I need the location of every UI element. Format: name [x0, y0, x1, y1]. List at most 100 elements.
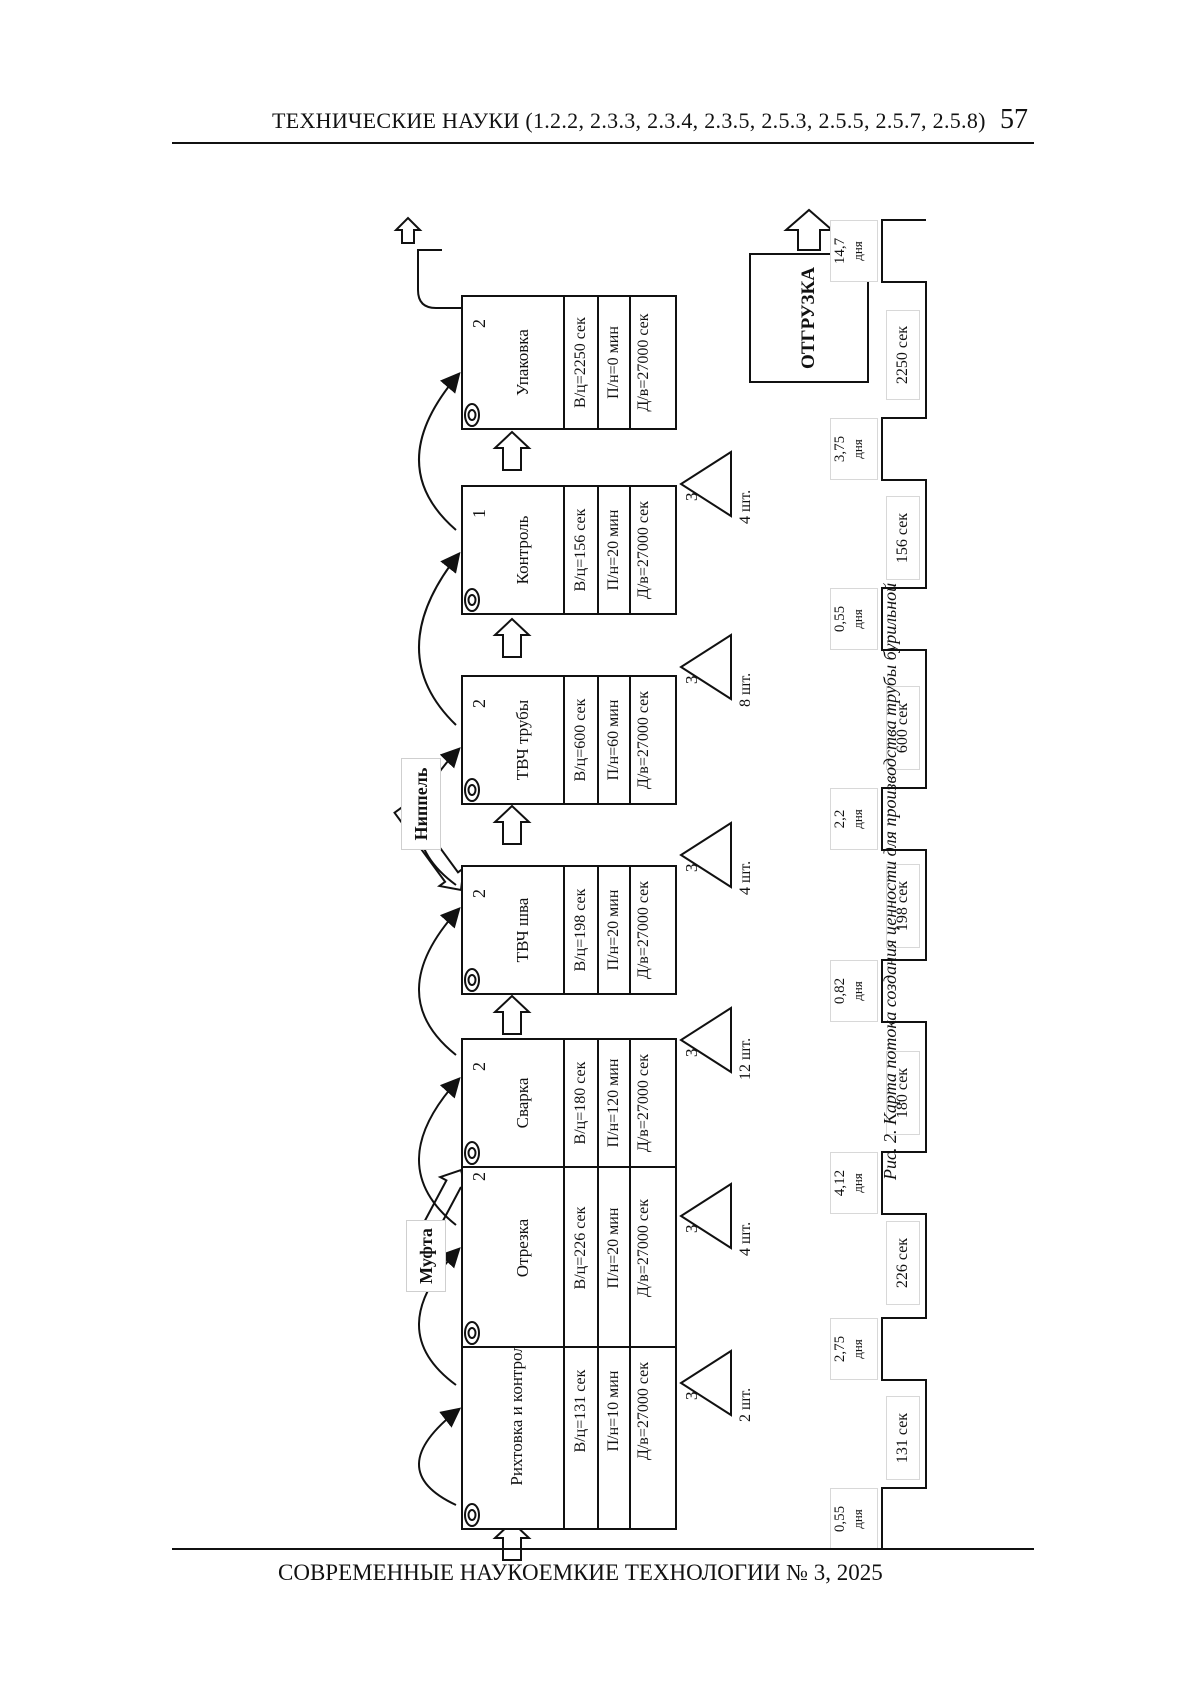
wait-unit: дня [850, 589, 865, 649]
process-name: Контроль [513, 487, 533, 613]
figure-caption: Рис. 2. Карта потока создания ценности д… [880, 583, 901, 1180]
cycle-time: В/ц=156 сек [563, 487, 597, 613]
process-name: Упаковка [513, 297, 533, 428]
inventory-quantity: 2 шт. [737, 1388, 755, 1422]
timeline-wait: 0,55дня [830, 588, 878, 650]
inventory-quantity: 12 шт. [737, 1038, 755, 1080]
timeline-process-time: 131 сек [886, 1396, 920, 1480]
process-name: ТВЧ трубы [513, 677, 533, 803]
shipment-entry-arrow [396, 218, 420, 243]
wait-unit: дня [850, 961, 865, 1021]
changeover-time: П/н=20 мин [597, 1150, 629, 1346]
operator-icon [463, 1502, 481, 1528]
inventory-quantity: 4 шт. [737, 861, 755, 895]
available-time-text: Д/в=27000 сек [635, 1362, 652, 1460]
timeline-wait: 4,12дня [830, 1152, 878, 1214]
inventory-triangle [681, 1008, 731, 1072]
inventory-quantity: 4 шт. [737, 490, 755, 524]
footer-rule [172, 1548, 1034, 1550]
available-time: Д/в=27000 сек [629, 1040, 677, 1166]
inventory-triangle [681, 635, 731, 699]
wait-unit: дня [850, 419, 865, 479]
available-time-text: Д/в=27000 сек [635, 501, 652, 599]
available-time: Д/в=27000 сек [629, 1150, 677, 1346]
operator-count: 2 [469, 699, 490, 708]
inventory-triangle [681, 1184, 731, 1248]
inventory-quantity: 8 шт. [737, 673, 755, 707]
flow-curve-arrow [419, 555, 458, 725]
header-rule [172, 142, 1034, 144]
changeover-time: П/н=20 мин [597, 487, 629, 613]
changeover-time: П/н=60 мин [597, 677, 629, 803]
process-name: Сварка [513, 1040, 533, 1166]
available-time: Д/в=27000 сек [629, 297, 677, 428]
wait-unit: дня [850, 221, 865, 281]
cycle-time: В/ц=2250 сек [563, 297, 597, 428]
operator-icon [463, 967, 481, 993]
inventory-triangle [681, 823, 731, 887]
inventory-symbol: 3 [682, 1392, 702, 1401]
cycle-time: В/ц=180 сек [563, 1040, 597, 1166]
operator-count: 2 [469, 319, 490, 328]
wait-value: 2,75 [832, 1336, 848, 1362]
operator-count: 2 [469, 889, 490, 898]
timeline-wait: 0,82дня [830, 960, 878, 1022]
inventory-triangle [681, 1351, 731, 1415]
push-arrow [495, 619, 529, 657]
process-box-pipe-hf: 2 ТВЧ трубы В/ц=600 сек П/н=60 мин Д/в=2… [461, 675, 677, 805]
changeover-time: П/н=0 мин [597, 297, 629, 428]
supplier-nipple: Ниппель [401, 758, 441, 850]
wait-unit: дня [850, 1153, 865, 1213]
push-arrow [495, 432, 529, 470]
process-name: Отрезка [513, 1150, 533, 1346]
wait-unit: дня [850, 1489, 865, 1549]
wait-unit: дня [850, 789, 865, 849]
available-time-text: Д/в=27000 сек [635, 1199, 652, 1297]
timeline-wait: 14,7дня [830, 220, 878, 282]
process-box-packing: 2 Упаковка В/ц=2250 сек П/н=0 мин Д/в=27… [461, 295, 677, 430]
inventory-symbol: 3 [682, 1049, 702, 1058]
wait-value: 0,55 [832, 606, 848, 632]
push-arrow [495, 806, 529, 844]
process-box-weld-hf: 2 ТВЧ шва В/ц=198 сек П/н=20 мин Д/в=270… [461, 865, 677, 995]
wait-value: 4,12 [832, 1170, 848, 1196]
inventory-symbol: 3 [682, 493, 702, 502]
timeline-wait: 3,75дня [830, 418, 878, 480]
operator-icon [463, 1140, 481, 1166]
value-stream-map: 2 Рихтовка и контроль В/ц=131 сек П/н=10… [286, 160, 976, 1550]
timeline-process-time: 226 сек [886, 1221, 920, 1305]
inventory-symbol: 3 [682, 1225, 702, 1234]
timeline-wait: 0,55дня [830, 1488, 878, 1550]
available-time: Д/в=27000 сек [629, 677, 677, 803]
journal-section-title: ТЕХНИЧЕСКИЕ НАУКИ (1.2.2, 2.3.3, 2.3.4, … [272, 108, 986, 134]
flow-curve-arrow [419, 1410, 458, 1505]
operator-icon [463, 777, 481, 803]
wait-value: 2,2 [832, 810, 848, 829]
timeline-process-time: 2250 сек [886, 310, 920, 400]
available-time-text: Д/в=27000 сек [635, 1054, 652, 1152]
journal-footer-title: СОВРЕМЕННЫЕ НАУКОЕМКИЕ ТЕХНОЛОГИИ № 3, 2… [278, 1560, 883, 1586]
inventory-symbol: 3 [682, 676, 702, 685]
process-box-inspection: 1 Контроль В/ц=156 сек П/н=20 мин Д/в=27… [461, 485, 677, 615]
page-number: 57 [1000, 104, 1028, 136]
inventory-symbol: 3 [682, 864, 702, 873]
push-arrow [495, 996, 529, 1034]
available-time-text: Д/в=27000 сек [635, 691, 652, 789]
timeline-wait: 2,75дня [830, 1318, 878, 1380]
flow-curve-arrow [419, 910, 458, 1055]
operator-icon [463, 587, 481, 613]
operator-count: 2 [469, 1172, 490, 1181]
supplier-coupling: Муфта [406, 1220, 446, 1292]
cycle-time: В/ц=198 сек [563, 867, 597, 993]
cycle-time: В/ц=226 сек [563, 1150, 597, 1346]
changeover-time: П/н=20 мин [597, 867, 629, 993]
shipment-route [418, 250, 461, 308]
process-box-cutting: 2 Отрезка В/ц=226 сек П/н=20 мин Д/в=270… [461, 1148, 677, 1348]
timeline-wait: 2,2дня [830, 788, 878, 850]
process-box-welding: 2 Сварка В/ц=180 сек П/н=120 мин Д/в=270… [461, 1038, 677, 1168]
process-name: ТВЧ шва [513, 867, 533, 993]
operator-count: 1 [469, 509, 490, 518]
timeline-process-time: 156 сек [886, 496, 920, 580]
operator-count: 2 [469, 1062, 490, 1071]
available-time-text: Д/в=27000 сек [635, 313, 652, 411]
